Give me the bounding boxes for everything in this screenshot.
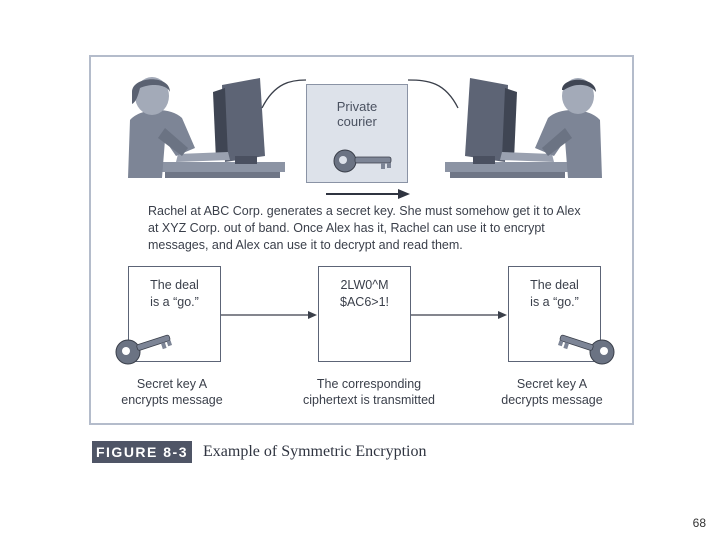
scenario-description: Rachel at ABC Corp. generates a secret k… [148, 204, 581, 252]
decrypt-key-icon [557, 334, 615, 365]
rachel-illustration [128, 77, 285, 178]
decrypt-caption: Secret key A decrypts message [501, 377, 603, 407]
page-number: 68 [692, 516, 706, 530]
ciphertext-message: 2LW0^M $AC6>1! [318, 266, 411, 362]
figure-label: FIGURE 8-3 [92, 441, 192, 463]
encrypt-caption: Secret key A encrypts message [121, 377, 223, 407]
encrypt-key-icon [115, 334, 173, 365]
ciphertext-text: 2LW0^M $AC6>1! [340, 278, 389, 309]
private-courier-box: Private courier [306, 84, 408, 183]
figure-title: Example of Symmetric Encryption [203, 443, 427, 460]
alex-illustration [445, 78, 602, 178]
key-icon [333, 149, 392, 173]
plaintext-right-text: The deal is a “go.” [530, 278, 579, 309]
courier-label: Private courier [336, 99, 378, 129]
transmit-caption: The corresponding ciphertext is transmit… [303, 377, 435, 407]
plaintext-left-text: The deal is a “go.” [150, 278, 199, 309]
